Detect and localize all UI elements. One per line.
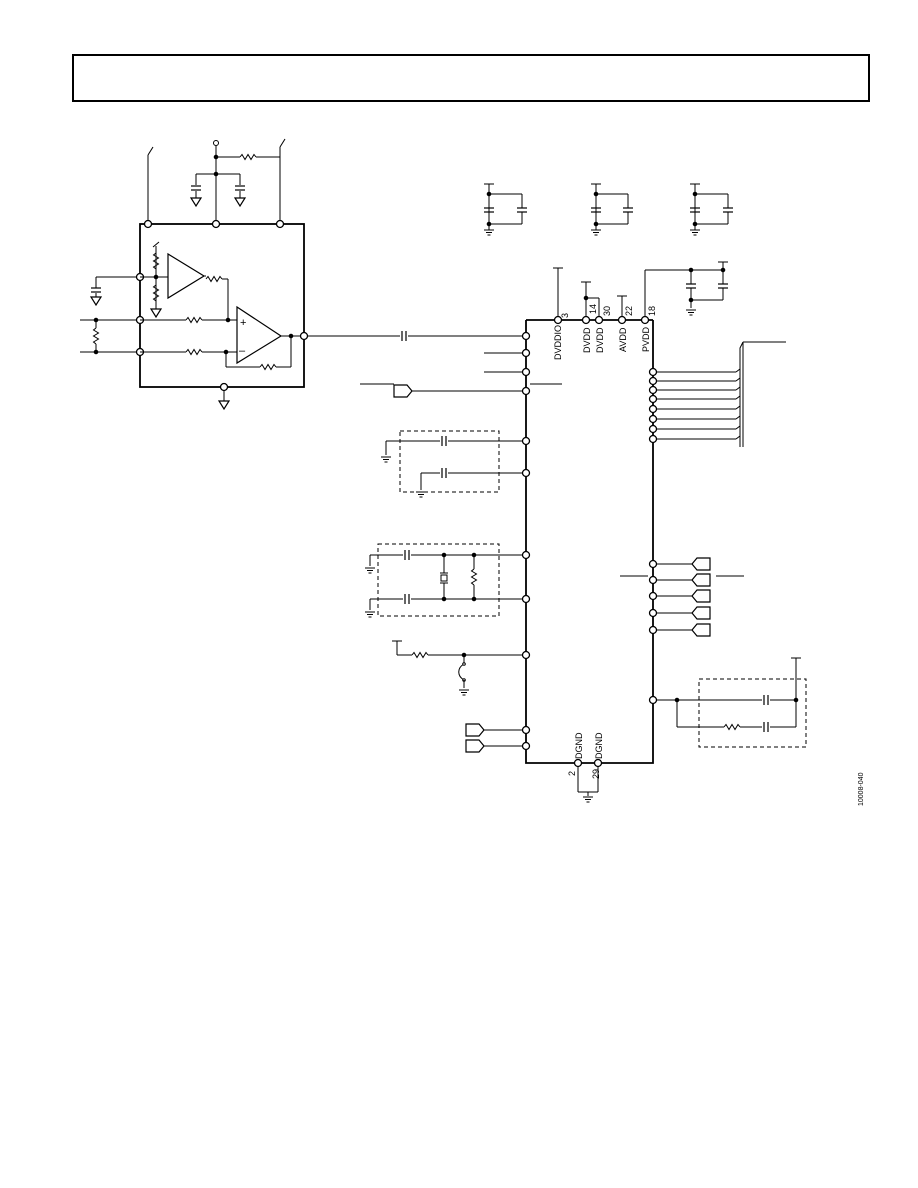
pin-number-14: 14: [588, 304, 598, 314]
opamp-plus-sign: +: [240, 317, 246, 329]
pin-label-dgnd-2: DGND: [574, 732, 584, 759]
ic-left-connections: [308, 330, 599, 803]
figure-id: 10008-040: [858, 772, 865, 806]
input-connector: [393, 384, 413, 398]
pin-number-3: 3: [560, 313, 570, 318]
ic-body: [525, 319, 654, 764]
pin-number-22: 22: [624, 306, 634, 316]
output-connector: [691, 557, 711, 571]
pin-label-dvddio: DVDDIO: [553, 325, 563, 360]
input-connector: [465, 723, 485, 737]
output-connector: [691, 623, 711, 637]
pin-number-18: 18: [647, 306, 657, 316]
opamp-minus-sign: –: [239, 345, 246, 357]
opamp-block: [80, 138, 309, 410]
output-connector: [691, 589, 711, 603]
pin-number-30: 30: [602, 306, 612, 316]
left-pins: [521, 331, 603, 768]
output-connector: [691, 606, 711, 620]
output-connector: [691, 573, 711, 587]
pin-label-dgnd-29: DGND: [594, 732, 604, 759]
pin-label-dvdd-14: DVDD: [582, 327, 592, 353]
pin-label-dvdd-30: DVDD: [595, 327, 605, 353]
input-connector: [465, 739, 485, 753]
ic-right-connections: [620, 341, 807, 748]
decoupling-caps: [483, 183, 734, 236]
pin-number-2: 2: [567, 771, 577, 776]
pin-number-29: 29: [591, 769, 601, 779]
header-box: [72, 54, 870, 102]
supply-wiring: [553, 261, 729, 320]
pin-label-pvdd: PVDD: [641, 326, 651, 352]
pin-label-avdd: AVDD: [618, 327, 628, 352]
